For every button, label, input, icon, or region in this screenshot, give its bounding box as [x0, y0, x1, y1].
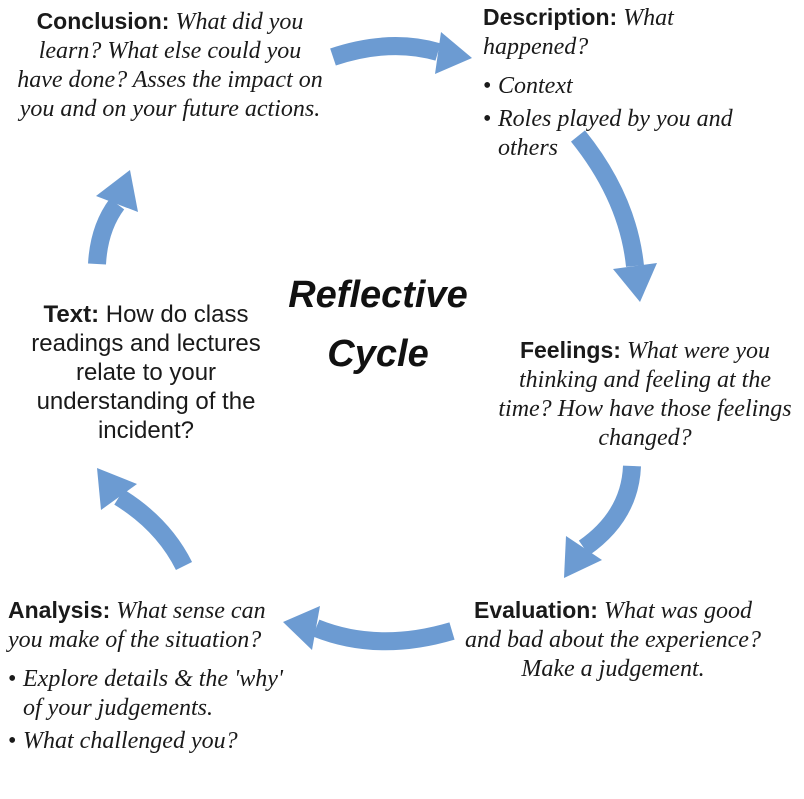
description-bullet-2: Roles played by you and others: [498, 106, 733, 162]
block-analysis: Analysis: What sense can you make of the…: [8, 597, 296, 756]
analysis-bullet-2: What challenged you?: [23, 728, 238, 755]
analysis-body: What sense can you make of the situation…: [8, 598, 266, 654]
block-description: Description: What happened? • Context • …: [483, 4, 735, 163]
arrow-description-to-feelings-icon: [570, 130, 657, 302]
description-label: Description:: [483, 4, 618, 30]
analysis-label: Analysis:: [8, 597, 111, 623]
arrow-text-to-conclusion-icon: [88, 170, 138, 265]
feelings-body: What were you thinking and feeling at th…: [498, 338, 792, 452]
title-line-1: Reflective: [288, 274, 468, 316]
list-item: • Roles played by you and others: [483, 105, 735, 163]
list-item: • What challenged you?: [8, 727, 296, 756]
text-body: How do class readings and lectures relat…: [31, 301, 261, 445]
block-conclusion: Conclusion: What did you learn? What els…: [14, 8, 326, 124]
analysis-bullets: • Explore details & the 'why' of your ju…: [8, 665, 296, 756]
description-bullet-1: Context: [498, 73, 573, 100]
evaluation-body: What was good and bad about the experien…: [465, 598, 761, 683]
text-label: Text:: [43, 301, 100, 328]
list-item: • Context: [483, 72, 735, 101]
block-text: Text: How do class readings and lectures…: [28, 300, 264, 445]
block-feelings: Feelings: What were you thinking and fee…: [494, 337, 796, 453]
description-bullets: • Context • Roles played by you and othe…: [483, 72, 735, 163]
analysis-heading: Analysis: What sense can you make of the…: [8, 597, 296, 655]
title-line-2: Cycle: [327, 332, 429, 375]
arrow-analysis-to-text-icon: [97, 468, 193, 571]
block-evaluation: Evaluation: What was good and bad about …: [462, 597, 764, 684]
arrow-conclusion-to-description-icon: [330, 32, 472, 74]
bullet-icon: •: [8, 666, 17, 693]
bullet-icon: •: [483, 73, 492, 100]
conclusion-label: Conclusion:: [36, 8, 170, 34]
conclusion-body: What did you learn? What else could you …: [17, 9, 323, 123]
evaluation-label: Evaluation:: [474, 597, 598, 623]
description-body: What happened?: [483, 5, 674, 61]
description-heading: Description: What happened?: [483, 4, 735, 62]
list-item: • Explore details & the 'why' of your ju…: [8, 665, 296, 723]
analysis-bullet-1: Explore details & the 'why' of your judg…: [23, 666, 283, 722]
bullet-icon: •: [8, 728, 17, 755]
feelings-label: Feelings:: [519, 337, 621, 363]
bullet-icon: •: [483, 106, 492, 133]
arrow-feelings-to-evaluation-icon: [564, 465, 641, 578]
arrow-evaluation-to-analysis-icon: [283, 606, 455, 651]
page-title: Reflective Cycle: [268, 266, 488, 384]
